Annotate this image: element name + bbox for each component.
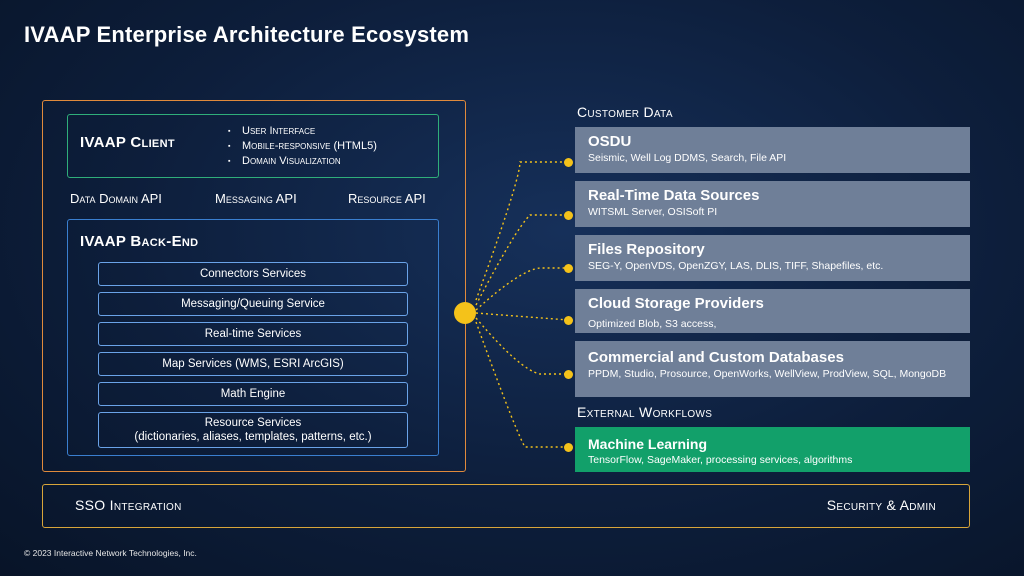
connector-dot [564,443,573,452]
connector-dot [564,316,573,325]
ivaap-backend-box [67,219,439,456]
card-cloud-storage-providers: Cloud Storage Providers Optimized Blob, … [575,289,970,333]
card-title: Real-Time Data Sources [588,187,760,204]
service-connectors: Connectors Services [98,262,408,286]
service-messaging-queuing: Messaging/Queuing Service [98,292,408,316]
card-osdu: OSDU Seismic, Well Log DDMS, Search, Fil… [575,127,970,173]
client-feature: Domain Visualization [228,154,377,169]
client-feature: Mobile-responsive (HTML5) [228,139,377,154]
connector-dot [564,211,573,220]
api-label-resource: Resource API [348,191,426,206]
card-subtitle: Optimized Blob, S3 access, [588,318,717,330]
connector-dot [564,264,573,273]
service-resource: Resource Services (dictionaries, aliases… [98,412,408,448]
client-feature: User Interface [228,124,377,139]
service-map: Map Services (WMS, ESRI ArcGIS) [98,352,408,376]
card-subtitle: PPDM, Studio, Prosource, OpenWorks, Well… [588,368,947,380]
api-label-messaging: Messaging API [215,191,297,206]
service-real-time: Real-time Services [98,322,408,346]
client-feature-list: User Interface Mobile-responsive (HTML5)… [228,124,377,169]
copyright-footer: © 2023 Interactive Network Technologies,… [24,548,197,558]
connector-line [475,321,568,448]
connector-line [475,317,568,375]
hub-node [454,302,476,324]
bottom-bar [42,484,970,528]
backend-title: IVAAP Back-End [80,233,199,250]
card-title: Cloud Storage Providers [588,295,764,312]
card-title: Files Repository [588,241,705,258]
card-subtitle: Seismic, Well Log DDMS, Search, File API [588,152,787,164]
connector-dot [564,370,573,379]
card-files-repository: Files Repository SEG-Y, OpenVDS, OpenZGY… [575,235,970,281]
customer-data-label: Customer Data [577,104,673,120]
ivaap-client-box [67,114,439,178]
card-commercial-custom-databases: Commercial and Custom Databases PPDM, St… [575,341,970,397]
sso-integration-label: SSO Integration [75,497,182,513]
card-machine-learning: Machine Learning TensorFlow, SageMaker, … [575,427,970,472]
ivaap-platform-container [42,100,466,472]
client-title: IVAAP Client [80,134,175,151]
card-subtitle: WITSML Server, OSISoft PI [588,206,718,218]
connector-dot [564,158,573,167]
card-subtitle: SEG-Y, OpenVDS, OpenZGY, LAS, DLIS, TIFF… [588,260,884,272]
connector-line [475,161,568,301]
external-workflows-label: External Workflows [577,404,713,420]
card-title: Commercial and Custom Databases [588,349,844,366]
card-title: OSDU [588,133,632,150]
connector-line [475,312,569,321]
page-title: IVAAP Enterprise Architecture Ecosystem [24,22,470,47]
card-title: Machine Learning [588,436,708,452]
card-real-time-data-sources: Real-Time Data Sources WITSML Server, OS… [575,181,970,227]
service-math-engine: Math Engine [98,382,408,406]
card-subtitle: TensorFlow, SageMaker, processing servic… [588,454,853,466]
security-admin-label: Security & Admin [826,497,936,513]
connector-line [475,267,568,311]
api-label-data-domain: Data Domain API [70,191,162,206]
